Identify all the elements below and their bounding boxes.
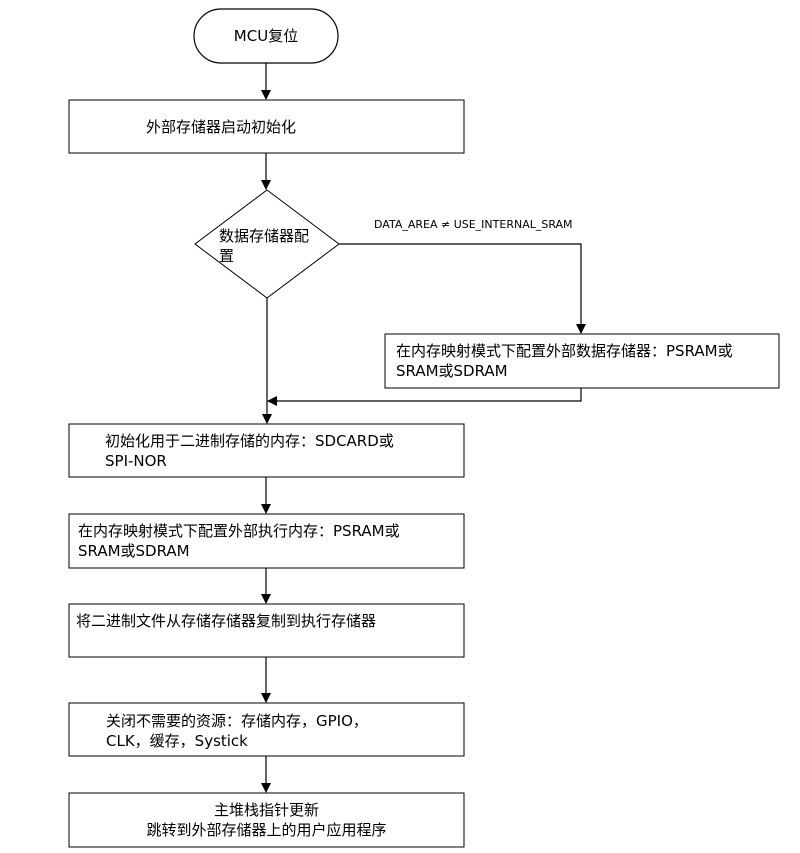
copy-binary-label: 将二进制文件从存储存储器复制到执行存储器 [76, 612, 377, 630]
close-resources-box [68, 702, 465, 757]
decision-label: 数据存储器配 置 [219, 227, 310, 265]
copy-binary-box [68, 603, 465, 658]
map-exec-mem-label: 在内存映射模式下配置外部执行内存：PSRAM或 SRAM或SDRAM [78, 522, 400, 560]
jump-app-box [68, 792, 465, 848]
ext-mem-init-label: 外部存储器启动初始化 [146, 118, 297, 136]
arrow-map-data-return [267, 388, 582, 406]
close-resources-label: 关闭不需要的资源：存储内存，GPIO， CLK，缓存，Systick [106, 712, 368, 750]
map-data-mem-label: 在内存映射模式下配置外部数据存储器：PSRAM或 SRAM或SDRAM [396, 342, 733, 380]
map-data-mem-box [384, 333, 780, 389]
init-binary-mem-box [68, 423, 465, 478]
decision-condition-label: DATA_AREA ≠ USE_INTERNAL_SRAM [374, 218, 573, 231]
init-binary-mem-label: 初始化用于二进制存储的内存：SDCARD或 SPI-NOR [105, 432, 394, 470]
ext-mem-init-box [68, 99, 465, 154]
arrow-decision-to-map-data [339, 243, 586, 334]
start-label: MCU复位 [233, 27, 299, 45]
jump-app-label: 主堆栈指针更新 跳转到外部存储器上的用户应用程序 [146, 801, 387, 839]
